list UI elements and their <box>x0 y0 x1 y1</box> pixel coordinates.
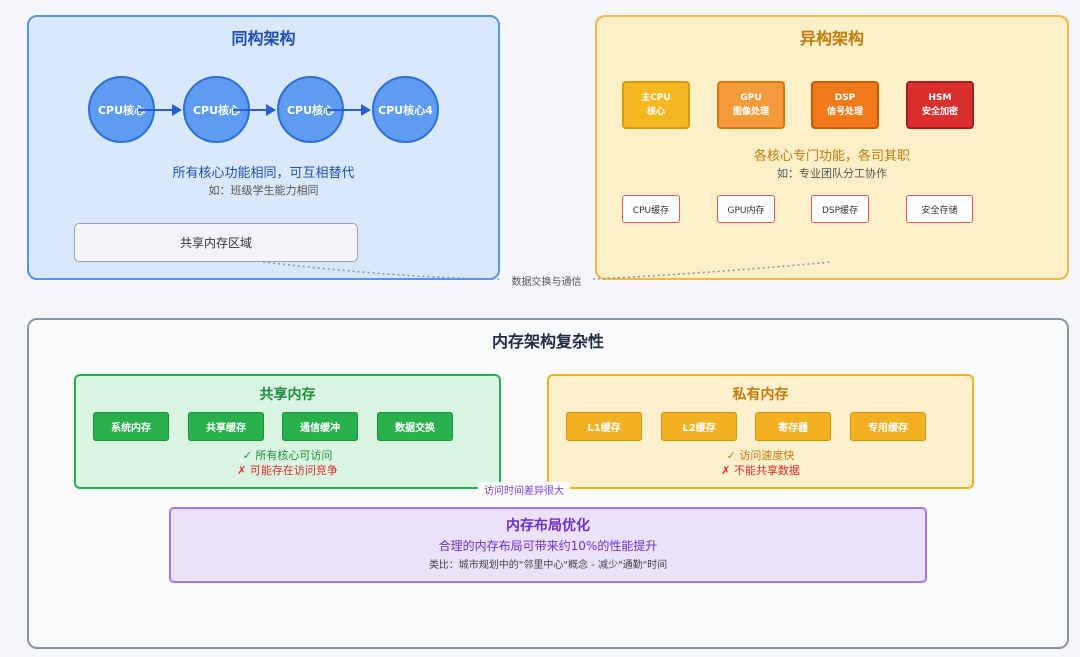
arrow-line-2 <box>233 109 266 111</box>
arrow-line-3 <box>327 109 361 111</box>
dedicated-cache-item: 专用缓存 <box>850 412 926 441</box>
homogeneous-title: 同构架构 <box>231 29 296 48</box>
register-item: 寄存器 <box>755 412 831 441</box>
cpu-core-2: CPU核心 <box>183 76 250 143</box>
private-pro: ✓ 访问速度快 <box>726 449 795 462</box>
system-memory-item: 系统内存 <box>93 412 169 441</box>
l1-cache-item: L1缓存 <box>566 412 642 441</box>
core-role-label: 核心 <box>646 107 665 117</box>
gpu-memory: GPU内存 <box>717 195 775 223</box>
gpu-core: GPU 图像处理 <box>717 81 785 129</box>
heterogeneous-description: 各核心专门功能，各司其职 <box>753 148 910 164</box>
private-con: ✗ 不能共享数据 <box>721 464 800 477</box>
main-cpu-core: 主CPU 核心 <box>622 81 690 129</box>
heterogeneous-example: 如：专业团队分工协作 <box>777 167 887 180</box>
homogeneous-example: 如：班级学生能力相同 <box>208 184 319 197</box>
latency-label: 访问时间差异很大 <box>478 482 570 497</box>
private-memory-title: 私有内存 <box>732 387 789 403</box>
dsp-cache: DSP缓存 <box>811 195 869 223</box>
arrow-right-icon <box>172 104 182 116</box>
memory-optimization-box <box>169 507 927 583</box>
core-type-label: DSP <box>834 93 856 103</box>
optimization-analogy: 类比：城市规划中的"邻里中心"概念 - 减少"通勤"时间 <box>428 560 668 571</box>
core-type-label: HSM <box>928 93 952 103</box>
shared-memory-region: 共享内存区域 <box>74 223 358 262</box>
hsm-core: HSM 安全加密 <box>906 81 974 129</box>
core-type-label: 主CPU <box>641 93 671 103</box>
arrow-line-1 <box>138 109 172 111</box>
secure-storage: 安全存储 <box>906 195 973 223</box>
shared-pro: ✓ 所有核心可访问 <box>242 449 333 462</box>
arrow-right-icon <box>266 104 276 116</box>
l2-cache-item: L2缓存 <box>661 412 737 441</box>
core-role-label: 图像处理 <box>732 107 769 117</box>
arrow-right-icon <box>361 104 371 116</box>
core-type-label: GPU <box>740 93 762 103</box>
memory-complexity-title: 内存架构复杂性 <box>491 332 604 351</box>
heterogeneous-title: 异构架构 <box>799 29 864 48</box>
cpu-core-4: CPU核心4 <box>372 76 439 143</box>
optimization-title: 内存布局优化 <box>506 518 590 534</box>
comm-buffer-item: 通信缓冲 <box>282 412 358 441</box>
data-exchange-item: 数据交换 <box>377 412 453 441</box>
optimization-main: 合理的内存布局可带来约10%的性能提升 <box>438 538 658 553</box>
core-role-label: 信号处理 <box>826 107 863 117</box>
shared-memory-title: 共享内存 <box>259 387 316 403</box>
shared-con: ✗ 可能存在访问竞争 <box>237 464 338 477</box>
data-exchange-label: 数据交换与通信 <box>500 273 593 288</box>
core-role-label: 安全加密 <box>921 107 958 117</box>
homogeneous-description: 所有核心功能相同，可互相替代 <box>172 165 355 181</box>
shared-cache-item: 共享缓存 <box>188 412 264 441</box>
cpu-cache: CPU缓存 <box>622 195 680 223</box>
heterogeneous-panel <box>595 15 1069 280</box>
dsp-core: DSP 信号处理 <box>811 81 879 129</box>
